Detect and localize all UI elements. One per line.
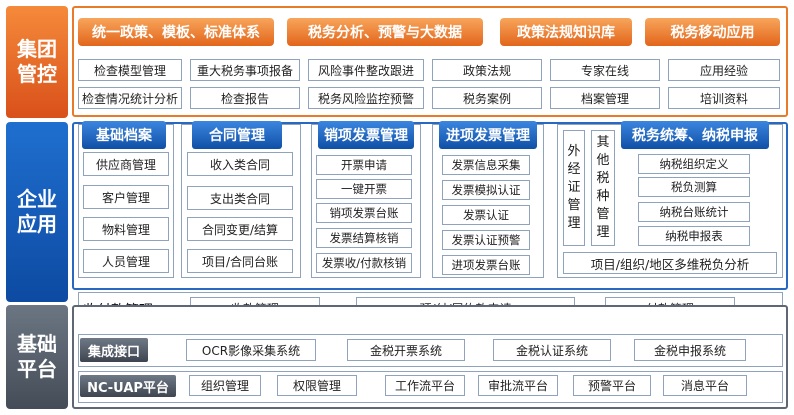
other-tax-management[interactable]: 其 他 税 种 管 理 (591, 130, 615, 246)
cell-expert-online[interactable]: 专家在线 (550, 59, 660, 81)
outside-char-5: 理 (567, 216, 581, 231)
header-mobile-app: 税务移动应用 (645, 18, 780, 46)
item-message-platform[interactable]: 消息平台 (663, 375, 747, 396)
outside-cert-management[interactable]: 外 经 证 管 理 (563, 130, 585, 246)
contract-title: 合同管理 (192, 121, 282, 149)
item-customer-management[interactable]: 客户管理 (83, 185, 169, 209)
band-enterprise-line1: 企业 (17, 187, 57, 211)
item-sales-invoice-ledger[interactable]: 销项发票台账 (316, 203, 412, 223)
item-tax-ledger-stats[interactable]: 纳税台账统计 (638, 202, 750, 222)
item-org-management[interactable]: 组织管理 (189, 375, 261, 396)
cell-archive-management[interactable]: 档案管理 (550, 87, 660, 109)
other-char-4: 种 (596, 189, 610, 204)
cell-tax-case[interactable]: 税务案例 (432, 87, 542, 109)
item-one-click-invoice[interactable]: 一键开票 (316, 179, 412, 199)
item-approval-platform[interactable]: 审批流平台 (478, 375, 558, 396)
integration-label: 集成接口 (80, 338, 148, 362)
other-char-2: 他 (596, 153, 610, 168)
cell-risk-rectify[interactable]: 风险事件整改跟进 (308, 59, 424, 81)
item-material-management[interactable]: 物料管理 (83, 217, 169, 241)
cell-app-experience[interactable]: 应用经验 (668, 59, 780, 81)
header-unified-policy: 统一政策、模板、标准体系 (78, 18, 274, 46)
band-group-control-line1: 集团 (17, 37, 57, 61)
header-tax-analysis: 税务分析、预警与大数据 (287, 18, 483, 46)
item-invoice-certify-alert[interactable]: 发票认证预警 (442, 230, 530, 250)
item-invoice-settlement[interactable]: 发票结算核销 (316, 228, 412, 248)
cell-major-tax-report[interactable]: 重大税务事项报备 (190, 59, 300, 81)
input-invoice-box (432, 124, 544, 278)
cell-policy-law[interactable]: 政策法规 (432, 59, 542, 81)
item-golden-tax-declare[interactable]: 金税申报系统 (634, 339, 746, 361)
item-tax-declaration-form[interactable]: 纳税申报表 (638, 226, 750, 246)
item-golden-tax-certify[interactable]: 金税认证系统 (493, 339, 611, 361)
band-base-platform: 基础平台 (6, 305, 68, 409)
basic-archive-title: 基础档案 (82, 121, 166, 149)
input-invoice-title: 进项发票管理 (439, 121, 537, 149)
uap-label: NC-UAP平台 (80, 375, 176, 397)
band-platform-line1: 基础 (17, 332, 57, 356)
item-personnel-management[interactable]: 人员管理 (83, 249, 169, 273)
header-policy-knowledge: 政策法规知识库 (500, 18, 632, 46)
band-enterprise-line2: 应用 (17, 212, 57, 236)
item-supplier-management[interactable]: 供应商管理 (83, 152, 169, 176)
outside-char-1: 外 (567, 144, 581, 159)
cell-risk-monitor[interactable]: 税务风险监控预警 (308, 87, 424, 109)
tax-plan-title: 税务统筹、纳税申报 (621, 121, 769, 149)
item-contract-change[interactable]: 合同变更/结算 (187, 217, 293, 241)
band-group-control: 集团管控 (6, 6, 68, 118)
item-tax-org-definition[interactable]: 纳税组织定义 (638, 154, 750, 174)
other-char-6: 理 (596, 225, 610, 240)
other-char-3: 税 (596, 171, 610, 186)
item-multidim-tax-analysis[interactable]: 项目/组织/地区多维税负分析 (563, 252, 777, 274)
item-ocr-system[interactable]: OCR影像采集系统 (186, 339, 316, 361)
item-contract-ledger[interactable]: 项目/合同台账 (187, 249, 293, 273)
item-workflow-platform[interactable]: 工作流平台 (385, 375, 465, 396)
item-invoice-apply[interactable]: 开票申请 (316, 155, 412, 175)
cell-training-material[interactable]: 培训资料 (668, 87, 780, 109)
cell-inspection-stats[interactable]: 检查情况统计分析 (78, 87, 182, 109)
cell-inspection-report[interactable]: 检查报告 (190, 87, 300, 109)
item-input-invoice-ledger[interactable]: 进项发票台账 (442, 255, 530, 275)
cell-inspection-model[interactable]: 检查模型管理 (78, 59, 182, 81)
item-golden-tax-invoice[interactable]: 金税开票系统 (347, 339, 465, 361)
item-permission-management[interactable]: 权限管理 (277, 375, 357, 396)
item-invoice-collect[interactable]: 发票信息采集 (442, 155, 530, 175)
item-income-contract[interactable]: 收入类合同 (187, 152, 293, 176)
other-char-5: 管 (596, 207, 610, 222)
item-invoice-certify[interactable]: 发票认证 (442, 205, 530, 225)
sales-invoice-box (311, 124, 421, 278)
sales-invoice-title: 销项发票管理 (318, 121, 414, 149)
band-group-control-line2: 管控 (17, 62, 57, 86)
item-expense-contract[interactable]: 支出类合同 (187, 186, 293, 210)
item-invoice-simulate[interactable]: 发票模拟认证 (442, 180, 530, 200)
item-invoice-receipt-payment[interactable]: 发票收/付款核销 (316, 253, 412, 273)
outside-char-4: 管 (567, 198, 581, 213)
band-platform-line2: 平台 (17, 357, 57, 381)
outside-char-3: 证 (567, 180, 581, 195)
other-char-1: 其 (596, 135, 610, 150)
item-tax-burden-calc[interactable]: 税负测算 (638, 177, 750, 197)
band-enterprise-application: 企业应用 (6, 122, 68, 302)
item-alert-platform[interactable]: 预警平台 (573, 375, 651, 396)
outside-char-2: 经 (567, 162, 581, 177)
